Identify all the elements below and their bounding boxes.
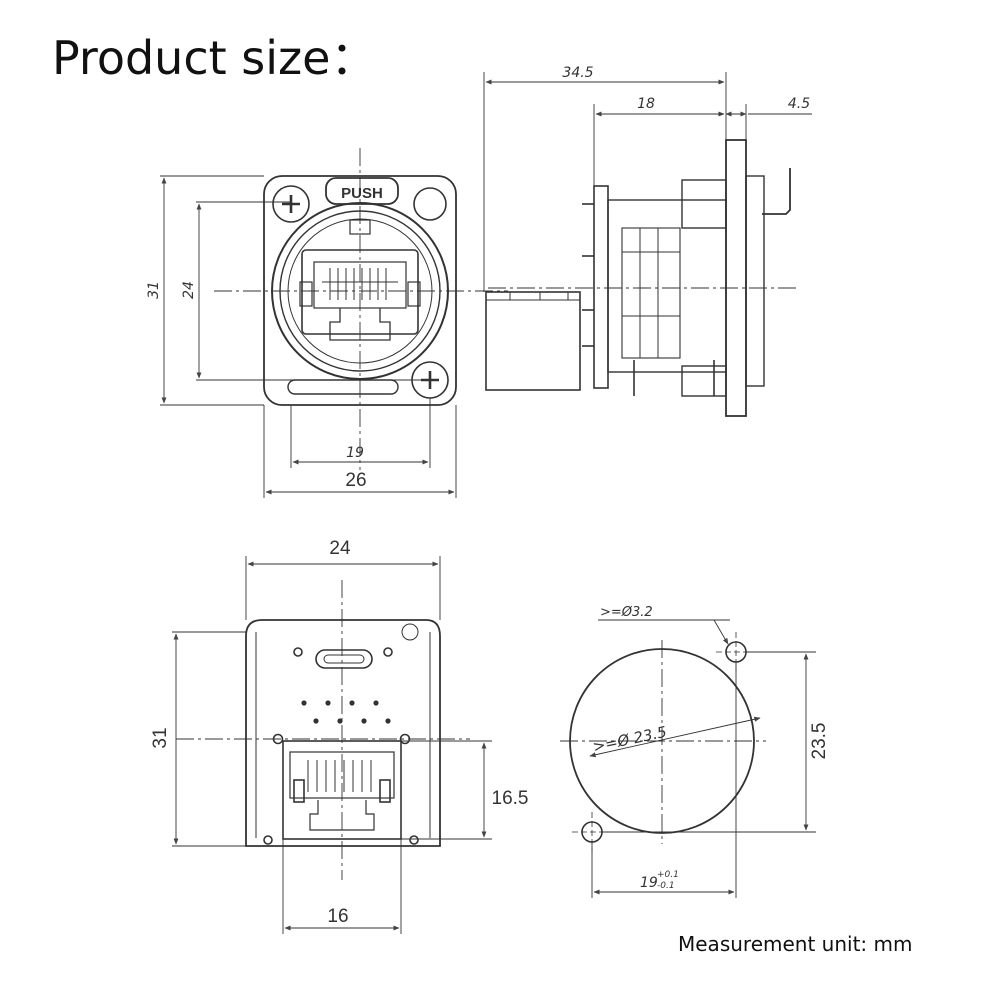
rear-dim-height: 31 xyxy=(150,727,171,748)
front-ring-outer xyxy=(271,202,449,380)
cutout-dim-circle: >=Ø 23.5 xyxy=(591,723,668,756)
rear-dim-port-height: 16.5 xyxy=(492,788,529,809)
cutout-tol-minus: -0.1 xyxy=(657,881,675,891)
front-dim-width-holes: 19 xyxy=(346,445,364,461)
side-dim-depth: 18 xyxy=(637,96,655,112)
cutout-tol-plus: +0.1 xyxy=(657,870,679,880)
cutout-dim-hole: >=Ø3.2 xyxy=(600,605,653,620)
panel-cutout xyxy=(560,619,816,898)
front-hole-top xyxy=(413,187,447,221)
front-dim-width-outer: 26 xyxy=(345,470,366,491)
page-title: Product size： xyxy=(52,31,377,85)
rear-dim-width: 24 xyxy=(329,538,351,559)
front-screw-top xyxy=(272,185,310,223)
front-dim-height-inner: 24 xyxy=(181,281,197,299)
side-view xyxy=(483,72,812,417)
rear-view xyxy=(172,556,492,934)
front-view xyxy=(160,148,508,498)
front-push-label: PUSH xyxy=(341,185,383,202)
measurement-unit-note: Measurement unit: mm xyxy=(678,932,913,956)
side-dim-flange: 4.5 xyxy=(788,96,810,112)
front-dim-height-outer: 31 xyxy=(146,281,162,299)
cutout-dim-height: 23.5 xyxy=(809,723,830,760)
side-dim-total: 34.5 xyxy=(562,65,593,81)
rear-dim-port-width: 16 xyxy=(327,906,348,927)
cutout-dim-hole-spacing: 19 xyxy=(640,875,658,891)
